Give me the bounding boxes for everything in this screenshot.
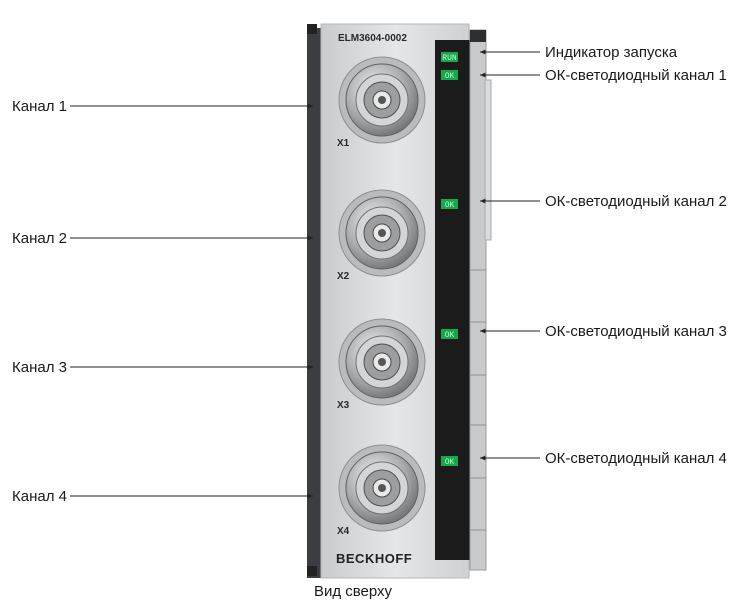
- led-run: RUN: [441, 52, 458, 63]
- left-channel-label: Канал 4: [12, 488, 67, 505]
- led-panel: [435, 29, 492, 571]
- connector-label: X2: [337, 271, 350, 282]
- module-model-label: ELM3604-0002: [338, 33, 407, 44]
- module-rail: [307, 24, 321, 578]
- led-label: OK: [445, 331, 455, 340]
- right-indicator-label: ОК-светодиодный канал 4: [545, 450, 727, 467]
- left-channel-label: Канал 3: [12, 359, 67, 376]
- bnc-connector-4[interactable]: X4: [337, 444, 426, 537]
- connector-label: X1: [337, 138, 350, 149]
- led-group: RUN OK OK OK OK: [441, 52, 458, 467]
- left-channel-label: Канал 2: [12, 230, 67, 247]
- right-indicator-label: ОК-светодиодный канал 2: [545, 193, 727, 210]
- view-caption: Вид сверху: [314, 583, 393, 600]
- led-ok-1: OK: [441, 70, 458, 81]
- brand-logo-text: BECKHOFF: [336, 551, 412, 566]
- led-ok-2: OK: [441, 199, 458, 210]
- bnc-connector-1[interactable]: X1: [337, 56, 426, 149]
- led-ok-4: OK: [441, 456, 458, 467]
- right-indicator-label: Индикатор запуска: [545, 44, 678, 61]
- connector-label: X3: [337, 400, 350, 411]
- led-label: OK: [445, 201, 455, 210]
- connector-label: X4: [337, 526, 350, 537]
- right-indicator-label: ОК-светодиодный канал 1: [545, 67, 727, 84]
- right-indicator-label: ОК-светодиодный канал 3: [545, 323, 727, 340]
- bnc-connector-2[interactable]: X2: [337, 189, 426, 282]
- led-label: OK: [445, 458, 455, 467]
- led-label: OK: [445, 72, 455, 81]
- left-channel-label: Канал 1: [12, 98, 67, 115]
- callout-lines: [70, 49, 540, 499]
- housing-notches: [470, 269, 486, 531]
- led-label: RUN: [442, 54, 457, 63]
- left-label-group: Канал 1 Канал 2 Канал 3 Канал 4: [12, 98, 67, 505]
- bnc-connector-3[interactable]: X3: [337, 318, 426, 411]
- led-ok-3: OK: [441, 329, 458, 340]
